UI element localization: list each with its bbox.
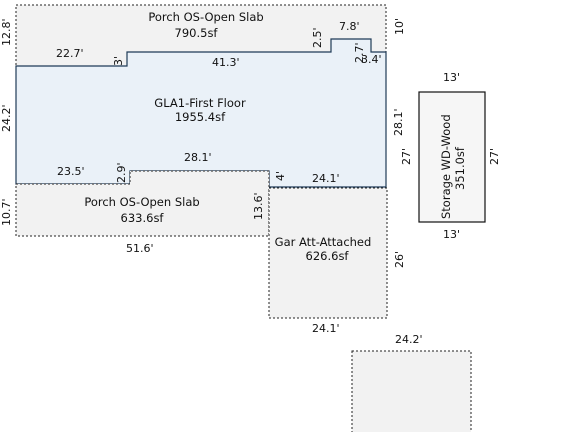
dim-notch-left-h: 2.5' (311, 27, 324, 48)
dim-gla-left: 24.2' (0, 104, 13, 132)
dim-bottom-step: 2.9' (115, 162, 128, 183)
storage-area (418, 91, 486, 223)
storage-value: 351.0sf (453, 146, 467, 190)
dim-notch-right-h: 2.7' (353, 42, 366, 63)
porch-top-title: Porch OS-Open Slab (148, 10, 263, 24)
dim-porch-bottom-right: 13.6' (252, 192, 265, 220)
garage-value: 626.6sf (306, 249, 350, 263)
dim-garage-right: 26' (393, 251, 406, 268)
dim-step-left: 3' (112, 56, 125, 66)
dim-top-left-run: 22.7' (56, 47, 84, 60)
porch-top-value: 790.5sf (175, 26, 219, 40)
garage-title: Gar Att-Attached (275, 235, 372, 249)
dim-porch-top-right: 10' (393, 18, 406, 35)
porch-bottom-area (15, 170, 270, 237)
dim-garage-bottom: 24.1' (312, 322, 340, 335)
porch-bottom-title: Porch OS-Open Slab (84, 195, 199, 209)
dim-gla-bottom-right: 24.1' (312, 172, 340, 185)
garage-area (268, 187, 388, 319)
dim-storage-left: 27' (400, 148, 413, 165)
dim-storage-top: 13' (443, 71, 460, 84)
porch-bottom-value: 633.6sf (121, 211, 165, 225)
dim-right-step: 3.4' (361, 53, 382, 66)
dim-storage-right: 27' (488, 148, 501, 165)
dim-gar-step: 4' (274, 171, 287, 181)
dim-gla-right: 28.1' (392, 108, 405, 136)
dim-porch-bottom-left: 10.7' (0, 198, 13, 226)
dim-top-main-run: 41.3' (212, 56, 240, 69)
dim-porch-bottom-width: 51.6' (126, 242, 154, 255)
dim-bottom-mid-run: 28.1' (184, 151, 212, 164)
dim-notch-width: 7.8' (339, 20, 360, 33)
dim-extra-top: 24.2' (395, 333, 423, 346)
gla1-title: GLA1-First Floor (154, 96, 246, 110)
dim-porch-top-left: 12.8' (0, 18, 13, 46)
gla1-value: 1955.4sf (175, 110, 226, 124)
dim-storage-bottom: 13' (443, 228, 460, 241)
extra-structure (351, 350, 472, 432)
dim-bottom-left-run: 23.5' (57, 165, 85, 178)
storage-title: Storage WD-Wood (439, 114, 453, 219)
